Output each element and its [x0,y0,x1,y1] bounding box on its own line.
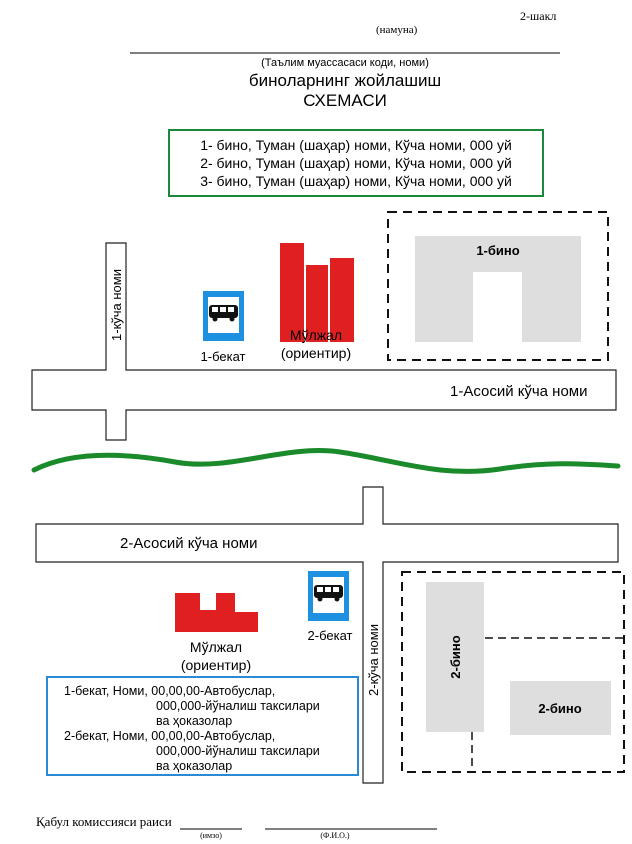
building-2-right-label: 2-бино [538,701,581,716]
bus-icon [209,305,238,322]
bus-stop-1-label: 1-бекат [201,349,246,364]
main-street-1-label: 1-Асосий кўча номи [450,383,587,400]
landmark-2-icon [175,593,258,632]
transport-line-3: ва ҳоказолар [156,714,232,728]
bus-stop-2-sign [308,571,349,621]
transport-line-6: ва ҳоказолар [156,759,232,773]
transport-line-1: 1-бекат, Номи, 00,00,00-Автобуслар, [64,684,275,698]
address-line-1: 1- бино, Туман (шаҳар) номи, Кўча номи, … [200,137,512,153]
transport-line-2: 000,000-йўналиш таксилари [156,699,320,713]
title-line-2: СХЕМАСИ [303,91,387,110]
street-block-1 [31,242,617,441]
building-2-left [426,582,484,732]
side-street-1-label: 1-кўча номи [109,269,124,341]
address-line-2: 2- бино, Туман (шаҳар) номи, Кўча номи, … [200,155,512,171]
transport-line-4: 2-бекат, Номи, 00,00,00-Автобуслар, [64,729,275,743]
name-caption: (Ф.И.О.) [320,831,350,840]
river [31,448,621,474]
landmark-2-label-line-1: Мўлжал [190,639,242,655]
landmark-1-label-line-1: Мўлжал [290,327,342,343]
form-label: 2-шакл [520,9,556,23]
building-1-label: 1-бино [476,243,519,258]
bus-icon [314,585,343,602]
address-box [168,129,544,197]
institution-caption: (Таълим муассасаси коди, номи) [261,57,429,69]
landmark-2-label-line-2: (ориентир) [181,657,251,673]
transport-box [46,676,359,776]
street-block-2 [35,486,619,784]
bus-stop-2-label: 2-бекат [308,628,353,643]
building-2-left-label: 2-бино [448,635,463,678]
signature-caption: (имзо) [200,831,222,840]
bus-stop-1-sign [203,291,244,341]
side-street-2-label: 2-кўча номи [366,624,381,696]
building-2-right [510,681,611,735]
landmark-1-label-line-2: (ориентир) [281,345,351,361]
building-1-boundary [387,211,609,361]
building-1 [415,236,581,342]
main-street-2-label: 2-Асосий кўча номи [120,535,257,552]
title-line-1: биноларнинг жойлашиш [249,71,441,90]
commission-label: Қабул комиссияси раиси [36,814,172,829]
address-line-3: 3- бино, Туман (шаҳар) номи, Кўча номи, … [200,173,512,189]
transport-line-5: 000,000-йўналиш таксилари [156,744,320,758]
building-2-boundary [401,571,625,773]
landmark-1-icon [280,243,354,342]
sample-label: (намуна) [376,24,418,36]
